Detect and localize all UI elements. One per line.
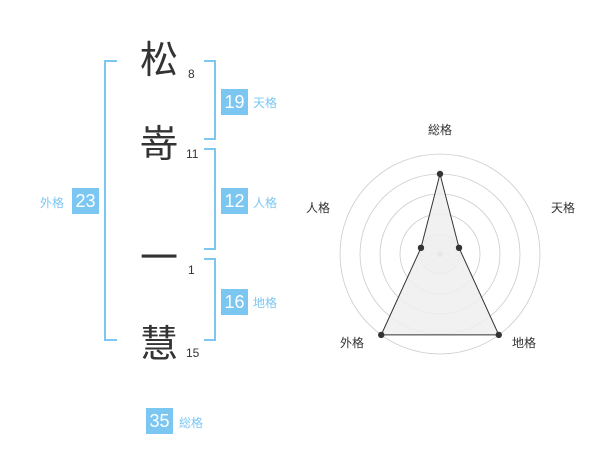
jinkaku-label: 人格 xyxy=(253,196,278,210)
radar-axis-label-jinkaku: 人格 xyxy=(306,200,330,215)
radar-ring xyxy=(339,153,541,355)
radar-point-2 xyxy=(495,331,502,339)
radar-axis-label-chikaku: 地格 xyxy=(512,335,536,350)
tenkaku-value: 19 xyxy=(221,89,248,115)
name-char-4: 慧 xyxy=(139,322,178,366)
radar-point-0 xyxy=(436,170,444,178)
stroke-count-4: 15 xyxy=(186,346,200,360)
chikaku-value: 16 xyxy=(221,289,248,315)
soukaku-value: 35 xyxy=(146,408,173,434)
jinkaku-value: 12 xyxy=(221,188,248,214)
radar-axis-label-tenkaku: 天格 xyxy=(551,200,575,215)
stroke-count-1: 8 xyxy=(188,67,195,81)
radar-axis-label-soukaku: 総格 xyxy=(428,122,452,137)
gaikaku-value: 23 xyxy=(72,188,99,214)
jinkaku-bracket xyxy=(204,148,216,250)
name-char-1: 松 xyxy=(139,38,178,82)
stroke-count-3: 1 xyxy=(188,263,195,277)
radar-axis-label-gaikaku: 外格 xyxy=(340,335,364,350)
name-char-3: 一 xyxy=(139,236,178,280)
stroke-count-2: 11 xyxy=(186,147,199,161)
chikaku-label: 地格 xyxy=(253,296,278,310)
radar-points xyxy=(378,170,502,339)
radar-point-1 xyxy=(455,244,463,252)
gaikaku-label: 外格 xyxy=(40,196,65,210)
radar-point-4 xyxy=(417,244,425,252)
soukaku-label: 総格 xyxy=(179,416,204,430)
radar-point-3 xyxy=(378,331,385,339)
name-char-2: 嵜 xyxy=(139,122,178,166)
tenkaku-label: 天格 xyxy=(253,96,278,110)
gaikaku-bracket xyxy=(104,60,117,341)
chikaku-bracket xyxy=(204,258,216,341)
radar-polygon xyxy=(380,173,500,336)
tenkaku-bracket xyxy=(204,60,216,140)
